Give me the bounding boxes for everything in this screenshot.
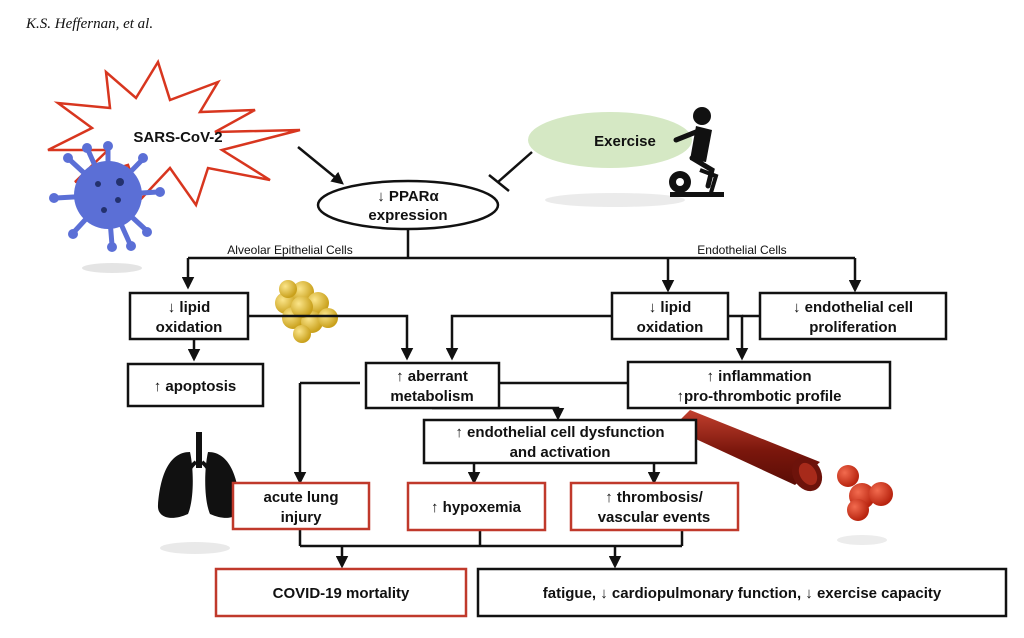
hypoxemia-node: ↑ hypoxemia <box>406 481 547 532</box>
lipid-ox-right-line1: ↓ lipid <box>649 299 692 316</box>
exercise-label: Exercise <box>594 133 656 150</box>
endo-prolif-line1: ↓ endothelial cell <box>793 299 913 316</box>
author-header: K.S. Heffernan, et al. <box>26 16 154 32</box>
mortality-text: COVID-19 mortality <box>273 585 410 602</box>
dysfunction-line1: ↑ endothelial cell dysfunction <box>455 424 664 441</box>
sars-cov-2-label: SARS-CoV-2 <box>133 129 222 146</box>
ppar-line1: ↓ PPARα <box>377 188 439 205</box>
lungs-icon <box>157 432 241 554</box>
mortality-node: COVID-19 mortality <box>214 567 468 618</box>
thrombosis-line2: vascular events <box>598 509 711 526</box>
fatigue-text: fatigue, ↓ cardiopulmonary function, ↓ e… <box>543 585 942 602</box>
hypoxemia-text: ↑ hypoxemia <box>431 499 522 516</box>
dysfunction-line2: and activation <box>510 444 611 461</box>
blood-vessel-icon <box>672 410 823 492</box>
aberrant-line2: metabolism <box>390 388 473 405</box>
alveolar-label: Alveolar Epithelial Cells <box>227 243 352 257</box>
endo-prolif-line2: proliferation <box>809 319 897 336</box>
inflammation-line1: ↑ inflammation <box>706 368 811 385</box>
lipid-ox-left-line2: oxidation <box>156 319 223 336</box>
lung-injury-line1: acute lung <box>263 489 338 506</box>
thrombosis-node: ↑ thrombosis/ vascular events <box>569 481 740 532</box>
inflammation-node: ↑ inflammation ↑pro-thrombotic profile <box>626 360 892 410</box>
exercise-ellipse <box>528 112 692 168</box>
virus-icon <box>49 141 165 273</box>
lung-injury-line2: injury <box>281 509 322 526</box>
lipid-droplet-icon <box>275 280 338 343</box>
inflammation-line2: ↑pro-thrombotic profile <box>677 388 842 405</box>
lipid-ox-left-line1: ↓ lipid <box>168 299 211 316</box>
bike-icon <box>669 107 724 197</box>
lipid-ox-right-line2: oxidation <box>637 319 704 336</box>
lipid-oxidation-right-node: ↓ lipid oxidation <box>610 291 730 341</box>
aberrant-line1: ↑ aberrant <box>396 368 468 385</box>
acute-lung-injury-node: acute lung injury <box>231 481 371 531</box>
exercise-shadow <box>545 193 685 207</box>
thrombosis-line1: ↑ thrombosis/ <box>605 489 703 506</box>
apoptosis-node: ↑ apoptosis <box>126 362 265 408</box>
connectors <box>181 146 862 569</box>
red-blood-cells-icon <box>837 465 893 545</box>
lipid-oxidation-left-node: ↓ lipid oxidation <box>128 291 250 341</box>
endothelial-dysfunction-node: ↑ endothelial cell dysfunction and activ… <box>422 418 698 465</box>
ppar-line2: expression <box>368 207 447 224</box>
endothelial-proliferation-node: ↓ endothelial cell proliferation <box>758 291 948 341</box>
fatigue-node: fatigue, ↓ cardiopulmonary function, ↓ e… <box>476 567 1008 618</box>
endothelial-label: Endothelial Cells <box>697 243 786 257</box>
apoptosis-text: ↑ apoptosis <box>154 378 237 395</box>
ppar-node: ↓ PPARα expression <box>316 179 500 231</box>
aberrant-metabolism-node: ↑ aberrant metabolism <box>364 361 501 410</box>
